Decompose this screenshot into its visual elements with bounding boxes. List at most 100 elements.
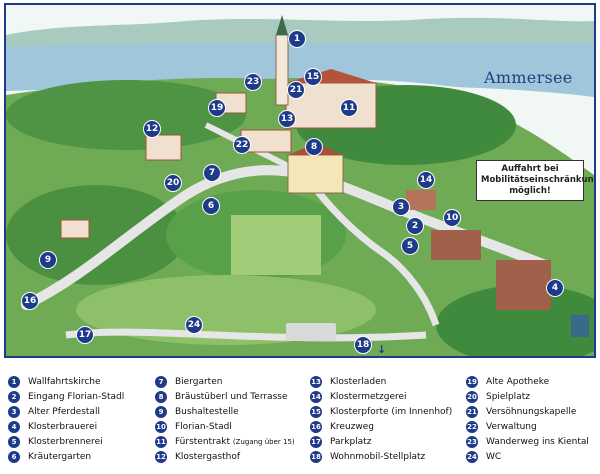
legend-label: Klosterladen bbox=[330, 376, 387, 387]
brewery-building bbox=[496, 260, 551, 310]
legend-label: Kräutergarten bbox=[28, 451, 92, 462]
church-spire bbox=[276, 15, 288, 35]
marker-19[interactable]: 19 bbox=[208, 99, 226, 117]
legend-label: Klosterbrennerei bbox=[28, 436, 103, 447]
legend-label: Alte Apotheke bbox=[486, 376, 550, 387]
marker-14[interactable]: 14 bbox=[417, 171, 435, 189]
legend-number: 12 bbox=[155, 450, 167, 463]
butcher-building bbox=[406, 190, 436, 210]
legend-label: Bushaltestelle bbox=[175, 406, 239, 417]
legend-label: Verwaltung bbox=[486, 421, 537, 432]
marker-7[interactable]: 7 bbox=[203, 164, 221, 182]
legend-item[interactable]: 4 Klosterbrauerei bbox=[8, 419, 124, 434]
legend-number: 23 bbox=[466, 435, 478, 448]
legend-label: Spielplatz bbox=[486, 391, 530, 402]
legend-number: 20 bbox=[466, 390, 478, 403]
braustuberl-building bbox=[287, 154, 344, 194]
forest-west bbox=[6, 80, 246, 150]
legend-label: Wanderweg ins Kiental bbox=[486, 436, 589, 447]
marker-2[interactable]: 2 bbox=[406, 217, 424, 235]
map-illustration: Ammersee Auffahrt bei Mobilitätseinschrä… bbox=[4, 3, 596, 358]
legend-label: Versöhnungskapelle bbox=[486, 406, 577, 417]
legend-item[interactable]: 23 Wanderweg ins Kiental bbox=[466, 434, 589, 449]
arrow-down-icon: ↓ bbox=[377, 343, 387, 356]
garden-field bbox=[231, 215, 321, 275]
legend-number: 14 bbox=[310, 390, 322, 403]
marker-6[interactable]: 6 bbox=[202, 197, 220, 215]
legend-item[interactable]: 22 Verwaltung bbox=[466, 419, 589, 434]
legend-number: 9 bbox=[155, 405, 167, 418]
parking-lot bbox=[286, 323, 336, 341]
mobility-note-line-2: Mobilitätseinschränkung bbox=[481, 175, 596, 185]
legend-number: 4 bbox=[8, 420, 20, 433]
marker-23[interactable]: 23 bbox=[244, 73, 262, 91]
legend-label: Wallfahrtskirche bbox=[28, 376, 101, 387]
mobility-note-line-1: Auffahrt bei bbox=[501, 164, 559, 174]
marker-9[interactable]: 9 bbox=[39, 251, 57, 269]
legend-item[interactable]: 1 Wallfahrtskirche bbox=[8, 374, 124, 389]
marker-11[interactable]: 11 bbox=[340, 99, 358, 117]
marker-15[interactable]: 15 bbox=[304, 68, 322, 86]
legend-item[interactable]: 20 Spielplatz bbox=[466, 389, 589, 404]
guesthouse-building bbox=[145, 134, 182, 161]
legend-item[interactable]: 6 Kräutergarten bbox=[8, 449, 124, 464]
legend-number: 19 bbox=[466, 375, 478, 388]
church-tower bbox=[275, 34, 289, 106]
marker-21[interactable]: 21 bbox=[287, 81, 305, 99]
legend-number: 10 bbox=[155, 420, 167, 433]
legend-label: Florian-Stadl bbox=[175, 421, 232, 432]
marker-18[interactable]: 18 bbox=[354, 336, 372, 354]
legend-label: Klosterbrauerei bbox=[28, 421, 98, 432]
legend-number: 13 bbox=[310, 375, 322, 388]
legend-item[interactable]: 19 Alte Apotheke bbox=[466, 374, 589, 389]
legend-label-note: (Zugang über 15) bbox=[232, 437, 295, 446]
marker-8[interactable]: 8 bbox=[305, 138, 323, 156]
legend-item[interactable]: 13 Klosterladen bbox=[310, 374, 452, 389]
forest-southwest bbox=[6, 185, 186, 285]
marker-17[interactable]: 17 bbox=[76, 326, 94, 344]
legend-label: Kreuzweg bbox=[330, 421, 374, 432]
legend-label: Fürstentrakt (Zugang über 15) bbox=[175, 437, 295, 447]
legend-label: Eingang Florian-Stadl bbox=[28, 391, 125, 402]
marker-4[interactable]: 4 bbox=[546, 279, 564, 297]
legend-number: 18 bbox=[310, 450, 322, 463]
lake-label: Ammersee bbox=[484, 68, 573, 87]
marker-24[interactable]: 24 bbox=[185, 316, 203, 334]
marker-10[interactable]: 10 bbox=[443, 209, 461, 227]
legend-item[interactable]: 11 Fürstentrakt (Zugang über 15) bbox=[155, 434, 295, 449]
mobility-note-line-3: möglich! bbox=[509, 186, 551, 196]
legend-number: 22 bbox=[466, 420, 478, 433]
legend-number: 8 bbox=[155, 390, 167, 403]
marker-16[interactable]: 16 bbox=[21, 292, 39, 310]
legend-number: 24 bbox=[466, 450, 478, 463]
marker-20[interactable]: 20 bbox=[164, 174, 182, 192]
road-east bbox=[303, 173, 440, 327]
marker-1[interactable]: 1 bbox=[288, 30, 306, 48]
legend-item[interactable]: 9 Bushaltestelle bbox=[155, 404, 295, 419]
marker-5[interactable]: 5 bbox=[401, 237, 419, 255]
marker-3[interactable]: 3 bbox=[392, 198, 410, 216]
marker-12[interactable]: 12 bbox=[143, 120, 161, 138]
legend-item[interactable]: 10 Florian-Stadl bbox=[155, 419, 295, 434]
legend-number: 11 bbox=[155, 435, 167, 448]
legend-number: 6 bbox=[8, 450, 20, 463]
legend-number: 1 bbox=[8, 375, 20, 388]
marker-13[interactable]: 13 bbox=[278, 110, 296, 128]
marker-22[interactable]: 22 bbox=[233, 136, 251, 154]
